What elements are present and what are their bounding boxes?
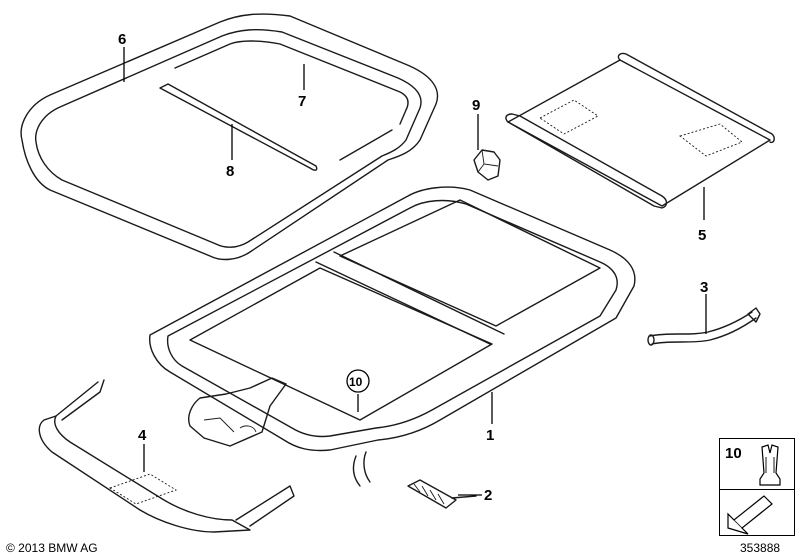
legend-arrow-cell (719, 489, 795, 536)
callout-10: 10 (349, 375, 363, 389)
drain-hose (647, 307, 761, 346)
callout-5: 5 (698, 227, 706, 244)
callout-9: 9 (472, 97, 480, 114)
callout-labels: 6 7 8 9 5 3 1 4 2 10 (118, 31, 708, 504)
callout-6: 6 (118, 31, 126, 48)
bracket-clip (473, 149, 501, 181)
clip-icon (759, 444, 781, 486)
callout-10-circle (346, 369, 370, 393)
legend-part-number: 10 (725, 445, 742, 462)
callout-7: 7 (298, 93, 306, 110)
leader-lines (123, 47, 707, 496)
wind-deflector (38, 379, 295, 533)
glass-panel-seal-frame (20, 13, 439, 261)
sun-blind (505, 52, 775, 209)
callout-2: 2 (484, 487, 492, 504)
legend-box: 10 (719, 438, 795, 536)
copyright-text: © 2013 BMW AG (6, 541, 98, 555)
callout-4: 4 (138, 427, 147, 444)
arrow-icon (727, 495, 773, 535)
callout-1: 1 (486, 427, 494, 444)
screw-pin (407, 479, 477, 509)
legend-part-cell: 10 (719, 438, 795, 490)
document-number: 353888 (740, 541, 781, 555)
callout-3: 3 (700, 279, 708, 296)
sunroof-frame (149, 186, 636, 487)
callout-8: 8 (226, 163, 234, 180)
